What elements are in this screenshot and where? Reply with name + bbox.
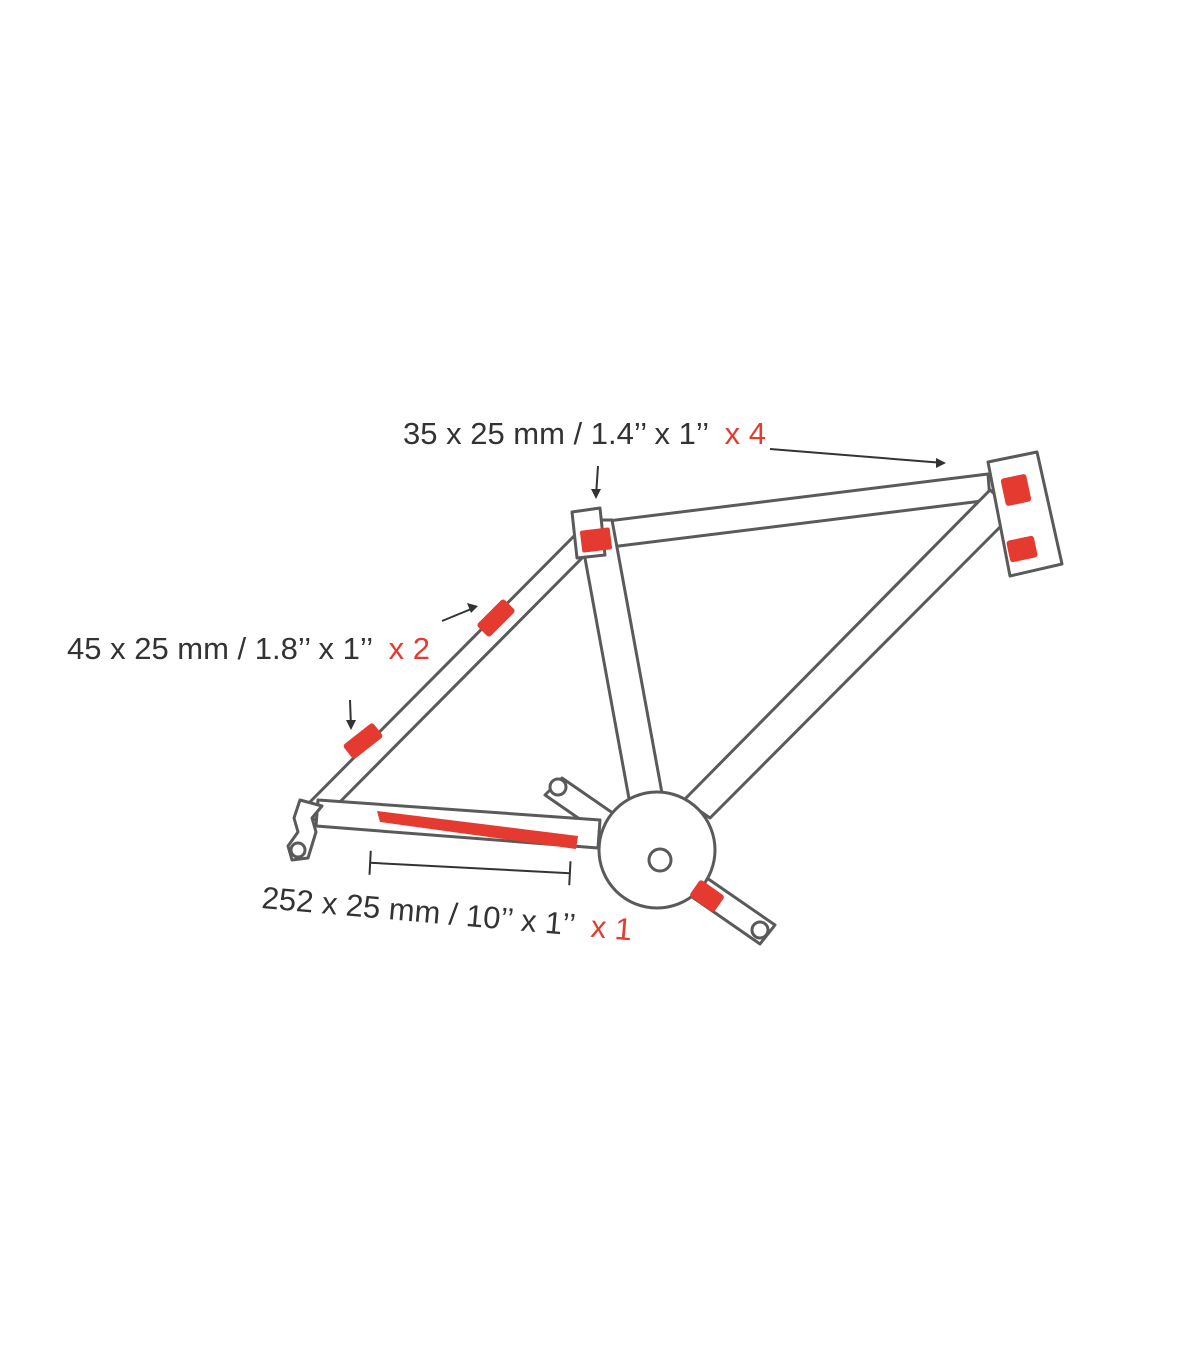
crank-spindle (647, 847, 673, 873)
bottom-dimension-line (368, 850, 572, 886)
bottom-quantity: x 1 (589, 909, 633, 947)
seat-tube (576, 518, 668, 817)
left-label-arrow-down (346, 699, 356, 730)
seat-stay-patch-lower (343, 723, 383, 759)
seat-stay (298, 530, 592, 824)
seat-stay-patch-upper (477, 599, 515, 637)
top-quantity: x 4 (725, 416, 766, 451)
crank-arm-patch (690, 880, 724, 912)
dropout-hole (289, 841, 307, 859)
top-label-arrow-right (769, 448, 946, 468)
top-label-arrow-down (591, 465, 601, 499)
left-size-text: 45 x 25 mm / 1.8’’ x 1’’ (67, 631, 372, 666)
top-tube-patch-near-seat (580, 527, 612, 553)
crank-hole-top (548, 777, 568, 797)
bottom-size-text: 252 x 25 mm / 10’’ x 1’’ (260, 880, 575, 942)
bottom-size-label: 252 x 25 mm / 10’’ x 1’’ x 1 (260, 880, 633, 947)
crank-hole-bottom (750, 920, 770, 940)
top-tube (598, 472, 992, 550)
left-label-arrow-right (441, 603, 478, 622)
top-size-label: 35 x 25 mm / 1.4’’ x 1’’ x 4 (403, 416, 766, 451)
left-size-label: 45 x 25 mm / 1.8’’ x 1’’ x 2 (67, 631, 430, 666)
left-quantity: x 2 (389, 631, 430, 666)
chain-stay-patch (377, 811, 578, 849)
down-tube (682, 488, 1017, 820)
head-tube-patch-upper (1000, 474, 1032, 506)
head-tube-patch-lower (1006, 535, 1038, 563)
top-size-text: 35 x 25 mm / 1.4’’ x 1’’ (403, 416, 708, 451)
